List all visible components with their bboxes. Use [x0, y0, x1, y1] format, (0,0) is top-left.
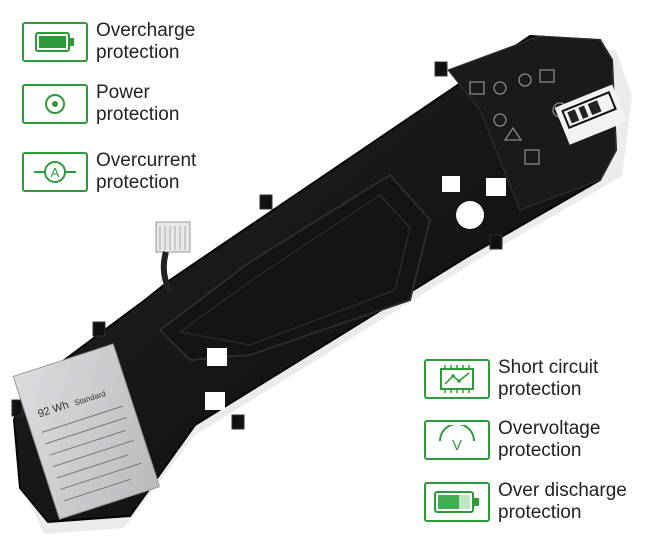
feature-label: Power protection	[96, 82, 180, 125]
feature-label: Over discharge protection	[498, 480, 627, 523]
power-icon	[22, 84, 88, 124]
battery-full-icon	[22, 22, 88, 62]
circuit-board-icon	[424, 359, 490, 399]
feature-label: Overcharge protection	[96, 20, 196, 63]
ammeter-icon: A	[22, 152, 88, 192]
voltmeter-icon: V	[424, 420, 490, 460]
feature-overcurrent: A Overcurrent protection	[22, 150, 196, 194]
svg-text:A: A	[51, 165, 60, 180]
feature-power: Power protection	[22, 82, 179, 126]
svg-text:V: V	[452, 437, 462, 454]
battery-label-sticker	[12, 343, 161, 520]
feature-label: Short circuit protection	[498, 357, 599, 400]
feature-label: Overvoltage protection	[498, 418, 601, 461]
feature-over-discharge: Over discharge protection	[424, 480, 627, 524]
feature-overcharge: Overcharge protection	[22, 20, 195, 64]
feature-label: Overcurrent protection	[96, 150, 197, 193]
feature-short-circuit: Short circuit protection	[424, 357, 598, 401]
battery-low-icon	[424, 482, 490, 522]
feature-overvoltage: V Overvoltage protection	[424, 418, 600, 462]
